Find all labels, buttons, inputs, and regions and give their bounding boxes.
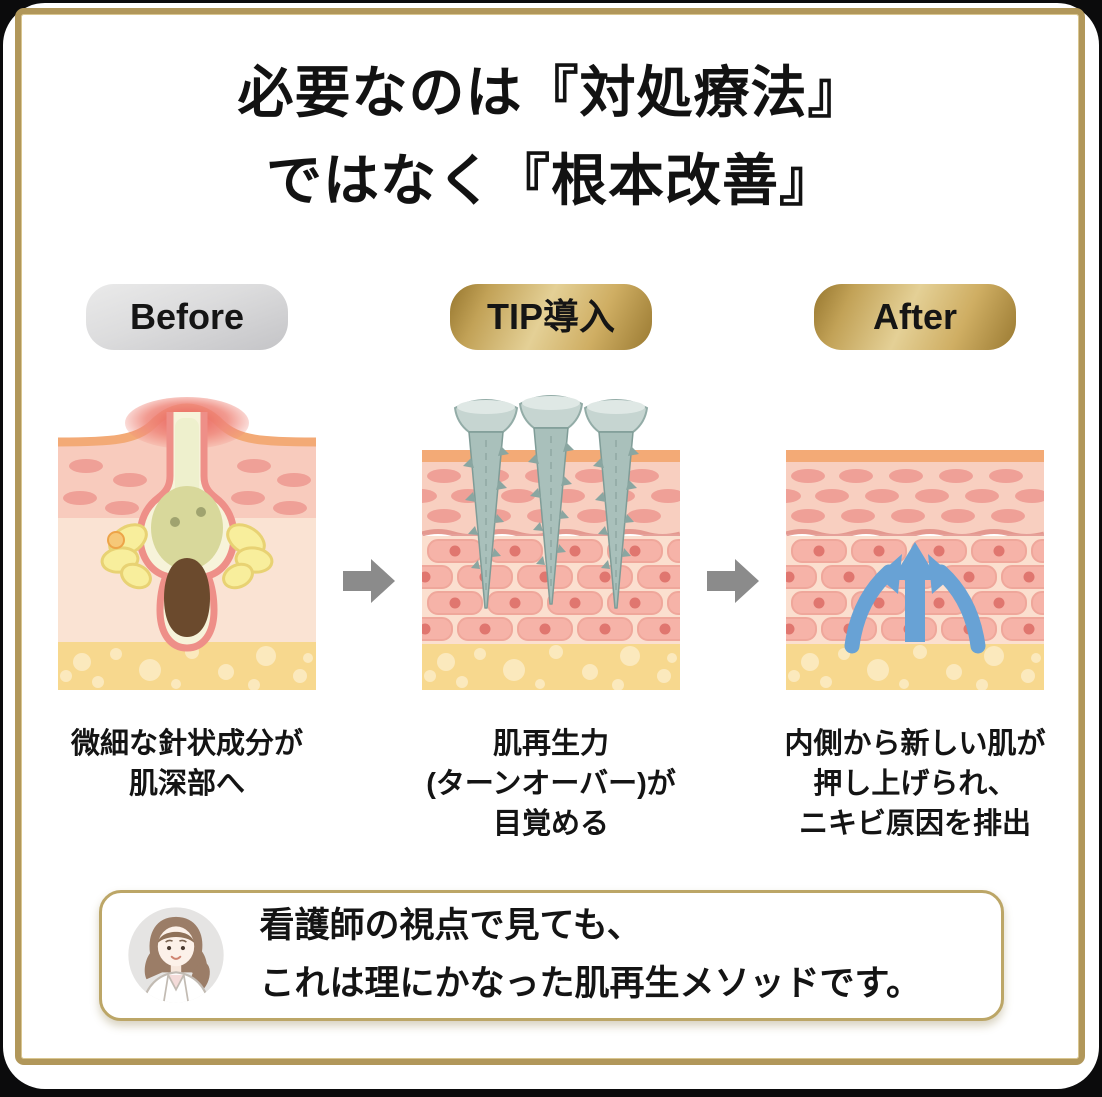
up-arrows-icon <box>844 541 986 654</box>
right-arrow-icon <box>343 558 395 603</box>
step-column-after: After <box>764 283 1066 844</box>
after-badge: After <box>814 283 1016 350</box>
content-card: 必要なのは『対処療法』 ではなく『根本改善』 Before <box>3 3 1099 1089</box>
title-line-1: 必要なのは『対処療法』 <box>237 61 865 124</box>
caption-line: 押し上げられ、 <box>813 767 1017 800</box>
nurse-comment-text: 看護師の視点で見ても、 これは理にかなった肌再生メソッドです。 <box>260 897 922 1015</box>
sebum-plug <box>164 557 210 637</box>
caption-line: (ターンオーバー)が <box>426 767 676 800</box>
caption-line: 肌深部へ <box>128 767 245 800</box>
caption-line: 目覚める <box>492 807 609 840</box>
pus-blob <box>151 485 223 570</box>
page-title: 必要なのは『対処療法』 ではなく『根本改善』 <box>3 49 1099 226</box>
caption-line: 肌再生力 <box>492 727 609 760</box>
caption-line: 内側から新しい肌が <box>784 727 1046 760</box>
microneedle-skin-illustration <box>422 394 680 690</box>
flow-arrow-cell-2 <box>707 558 759 603</box>
tip-badge: TIP導入 <box>450 283 652 350</box>
before-caption: 微細な針状成分が 肌深部へ <box>71 724 303 804</box>
microneedles <box>454 394 648 609</box>
caption-line: ニキビ原因を排出 <box>798 807 1031 840</box>
steps-row: Before <box>3 283 1099 844</box>
nurse-comment-box: 看護師の視点で見ても、 これは理にかなった肌再生メソッドです。 <box>98 889 1004 1021</box>
tip-caption: 肌再生力 (ターンオーバー)が 目覚める <box>426 724 676 844</box>
comment-line-2: これは理にかなった肌再生メソッドです。 <box>259 964 922 1004</box>
comment-line-1: 看護師の視点で見ても、 <box>259 905 642 945</box>
acne-skin-illustration <box>58 396 316 690</box>
flow-arrow-cell-1 <box>343 558 395 603</box>
caption-line: 微細な針状成分が <box>70 727 303 760</box>
after-caption: 内側から新しい肌が 押し上げられ、 ニキビ原因を排出 <box>784 724 1045 844</box>
title-line-2: ではなく『根本改善』 <box>266 149 836 213</box>
right-arrow-icon <box>707 558 759 603</box>
step-column-tip: TIP導入 肌再生力 (ターンオーバー)が 目覚める <box>400 283 702 844</box>
nurse-avatar <box>127 907 224 1004</box>
before-badge: Before <box>86 283 288 350</box>
renewed-skin-illustration <box>786 449 1044 690</box>
step-column-before: Before <box>36 283 338 804</box>
sebaceous-glands <box>100 523 274 590</box>
